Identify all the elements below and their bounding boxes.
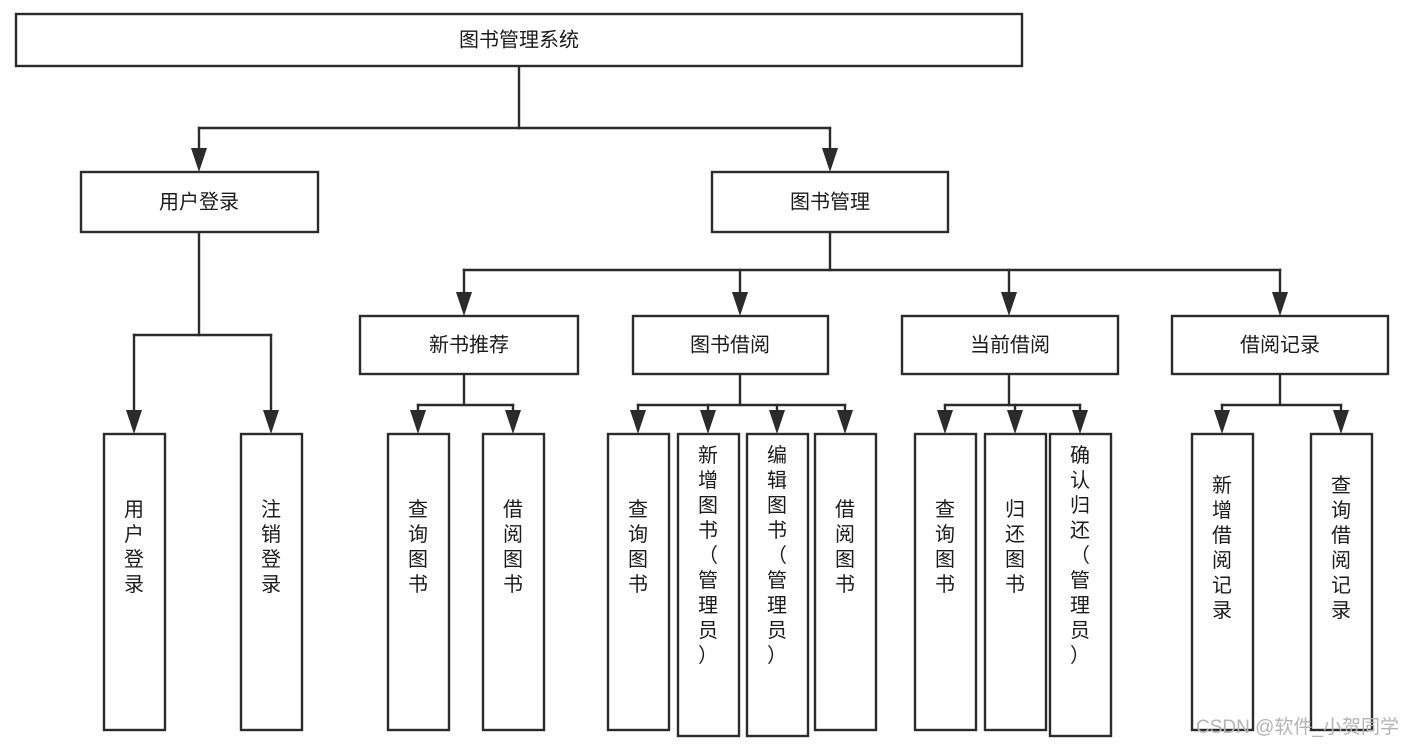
- node-current-borrow[interactable]: 当前借阅: [900, 314, 1120, 376]
- connectors-book-manage: [456, 230, 1288, 316]
- arrow-leaf-add-record: [1214, 410, 1230, 434]
- leaf-add-book-label: 新增图书（管理员）: [698, 444, 718, 667]
- connectors-user-login: [126, 230, 279, 434]
- node-book-borrow-label: 图书借阅: [690, 333, 770, 356]
- leaf-add-book[interactable]: 新增图书（管理员）: [676, 432, 741, 738]
- leaf-query-record-box[interactable]: [1309, 432, 1374, 732]
- arrow-leaf-add-book: [700, 410, 716, 434]
- leaf-return-book[interactable]: 归还图书: [983, 432, 1048, 732]
- arrow-to-book-manage: [822, 148, 838, 172]
- leaf-borrow-book-2[interactable]: 借阅图书: [813, 432, 878, 732]
- node-new-book-recommend-label: 新书推荐: [429, 333, 509, 356]
- arrow-leaf-borrow-book-1: [505, 410, 521, 434]
- node-borrow-record[interactable]: 借阅记录: [1170, 314, 1390, 376]
- leaf-query-record[interactable]: 查询借阅记录: [1309, 432, 1374, 732]
- arrow-borrow-record: [1272, 292, 1288, 316]
- leaf-edit-book[interactable]: 编辑图书（管理员）: [745, 432, 810, 738]
- leaf-query-book-1-label: 查询图书: [408, 498, 428, 596]
- arrow-leaf-edit-book: [769, 410, 785, 434]
- node-borrow-record-box[interactable]: [1170, 314, 1390, 376]
- node-current-borrow-box[interactable]: [900, 314, 1120, 376]
- leaf-logout-label: 注销登录: [261, 498, 281, 596]
- leaf-confirm-return[interactable]: 确认归还（管理员）: [1048, 432, 1113, 738]
- leaf-query-book-1-box[interactable]: [386, 432, 451, 732]
- leaf-query-book-3[interactable]: 查询图书: [913, 432, 978, 732]
- arrow-leaf-user-login: [126, 410, 142, 434]
- leaf-query-book-2-box[interactable]: [606, 432, 671, 732]
- node-new-book-recommend-box[interactable]: [358, 314, 580, 376]
- leaf-query-book-3-label: 查询图书: [935, 498, 955, 596]
- leaf-borrow-book-1[interactable]: 借阅图书: [481, 432, 546, 732]
- arrow-to-user-login: [191, 148, 207, 172]
- arrow-leaf-logout: [263, 410, 279, 434]
- node-book-manage[interactable]: 图书管理: [710, 170, 950, 234]
- connectors-current-borrow: [937, 372, 1088, 434]
- connectors-borrow-record: [1214, 372, 1349, 434]
- leaf-borrow-book-2-box[interactable]: [813, 432, 878, 732]
- node-root-label: 图书管理系统: [459, 28, 579, 51]
- leaf-logout-box[interactable]: [239, 432, 304, 732]
- node-new-book-recommend[interactable]: 新书推荐: [358, 314, 580, 376]
- leaf-query-book-1[interactable]: 查询图书: [386, 432, 451, 732]
- connectors-book-borrow: [630, 372, 853, 434]
- leaf-borrow-book-2-label: 借阅图书: [835, 498, 855, 596]
- leaf-confirm-return-box[interactable]: [1048, 432, 1113, 738]
- node-current-borrow-label: 当前借阅: [970, 333, 1050, 356]
- node-user-login[interactable]: 用户登录: [79, 170, 320, 234]
- node-borrow-record-label: 借阅记录: [1240, 333, 1320, 356]
- connectors-root: [191, 64, 838, 172]
- leaf-add-record-label: 新增借阅记录: [1212, 474, 1232, 622]
- leaf-edit-book-label: 编辑图书（管理员）: [767, 444, 787, 667]
- arrow-leaf-query-book-2: [630, 410, 646, 434]
- leaf-query-record-label: 查询借阅记录: [1331, 474, 1351, 622]
- arrow-current-borrow: [1001, 292, 1017, 316]
- arrow-leaf-return-book: [1007, 410, 1023, 434]
- arrow-leaf-query-record: [1333, 410, 1349, 434]
- leaf-borrow-book-1-box[interactable]: [481, 432, 546, 732]
- leaf-return-book-label: 归还图书: [1005, 498, 1025, 596]
- node-book-borrow[interactable]: 图书借阅: [631, 314, 830, 376]
- leaf-add-record[interactable]: 新增借阅记录: [1190, 432, 1255, 732]
- leaf-confirm-return-label: 确认归还（管理员）: [1070, 444, 1090, 667]
- arrow-leaf-query-book-1: [410, 410, 426, 434]
- node-user-login-box[interactable]: [79, 170, 320, 234]
- csdn-watermark: CSDN @软件_小贺同学: [1196, 716, 1399, 738]
- leaf-query-book-2[interactable]: 查询图书: [606, 432, 671, 732]
- leaf-add-record-box[interactable]: [1190, 432, 1255, 732]
- node-book-manage-box[interactable]: [710, 170, 950, 234]
- leaf-add-book-box[interactable]: [676, 432, 741, 738]
- leaf-query-book-2-label: 查询图书: [628, 498, 648, 596]
- leaf-logout[interactable]: 注销登录: [239, 432, 304, 732]
- leaf-return-book-box[interactable]: [983, 432, 1048, 732]
- leaf-user-login-label: 用户登录: [124, 499, 144, 596]
- node-root[interactable]: 图书管理系统: [14, 12, 1024, 68]
- node-book-borrow-box[interactable]: [631, 314, 830, 376]
- arrow-leaf-confirm-return: [1072, 410, 1088, 434]
- leaf-query-book-3-box[interactable]: [913, 432, 978, 732]
- arrow-new-book-recommend: [456, 292, 472, 316]
- node-book-manage-label: 图书管理: [790, 190, 870, 213]
- node-root-box[interactable]: [14, 12, 1024, 68]
- arrow-leaf-borrow-book-2: [837, 410, 853, 434]
- leaf-user-login[interactable]: 用户登录: [102, 432, 167, 732]
- node-user-login-label: 用户登录: [159, 190, 239, 213]
- connectors-new-book-recommend: [410, 372, 521, 434]
- leaf-user-login-box[interactable]: [102, 432, 167, 732]
- arrow-leaf-query-book-3: [937, 410, 953, 434]
- arrow-book-borrow: [732, 292, 748, 316]
- leaf-edit-book-box[interactable]: [745, 432, 810, 738]
- leaf-borrow-book-1-label: 借阅图书: [503, 498, 523, 596]
